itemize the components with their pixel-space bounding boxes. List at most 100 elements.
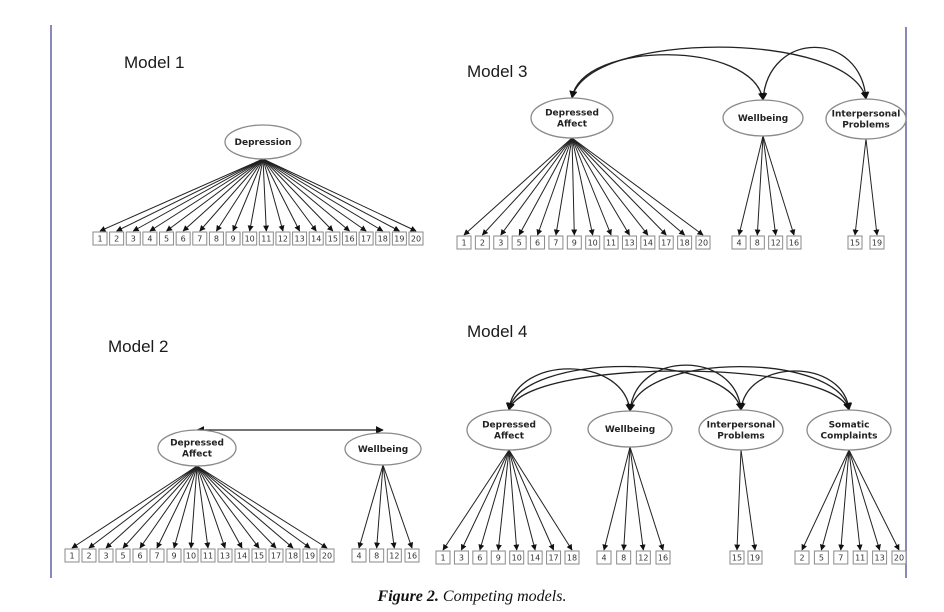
loading-arrow	[357, 464, 384, 549]
loading-arrow	[740, 449, 758, 551]
indicator-box	[891, 550, 907, 565]
indicator-box	[175, 231, 191, 246]
indicator-box	[640, 235, 656, 250]
indicator-box	[192, 231, 208, 246]
indicator-label: 11	[203, 552, 213, 561]
indicator-item-12: 12	[768, 235, 784, 250]
indicator-item-5: 5	[159, 231, 175, 246]
loading-arrow	[852, 138, 867, 236]
latent-factor-ellipse	[825, 98, 907, 140]
indicator-box	[351, 548, 367, 563]
indicator-label: 9	[572, 239, 577, 248]
loading-arrow	[571, 137, 686, 236]
indicator-item-3: 3	[493, 235, 509, 250]
indicator-item-11: 11	[603, 235, 619, 250]
indicator-label: 7	[154, 552, 159, 561]
loading-arrow	[382, 464, 397, 549]
indicator-item-2: 2	[109, 231, 125, 246]
indicator-item-11: 11	[852, 550, 868, 565]
indicator-label: 15	[850, 239, 860, 248]
indicator-item-11: 11	[258, 231, 274, 246]
loading-arrow	[571, 137, 612, 236]
indicator-item-14: 14	[640, 235, 656, 250]
latent-factor-ellipse	[806, 409, 892, 451]
indicator-box	[115, 548, 131, 563]
latent-factor-label: Affect	[557, 120, 588, 130]
loading-arrow	[262, 158, 285, 232]
indicator-item-5: 5	[813, 550, 829, 565]
indicator-box	[658, 235, 674, 250]
indicator-box	[474, 235, 490, 250]
indicator-box	[616, 550, 632, 565]
loading-arrow	[196, 465, 311, 549]
loading-arrow	[508, 449, 555, 551]
loading-arrow	[754, 135, 764, 236]
indicator-item-7: 7	[149, 548, 165, 563]
indicator-item-9: 9	[225, 231, 241, 246]
indicator-label: 2	[799, 554, 804, 563]
indicator-label: 12	[389, 552, 399, 561]
indicator-label: 13	[875, 554, 885, 563]
loading-arrow	[262, 158, 350, 232]
loading-arrow	[442, 449, 510, 551]
indicator-label: 13	[294, 235, 304, 244]
model-4-title: Model 4	[467, 322, 527, 341]
indicator-box	[493, 235, 509, 250]
indicator-box	[234, 548, 250, 563]
indicator-label: 12	[771, 239, 781, 248]
indicator-box	[375, 231, 391, 246]
indicator-box	[749, 235, 765, 250]
loading-arrow	[762, 135, 778, 236]
indicator-box	[341, 231, 357, 246]
covariance-arrow-depressed-affect-interpersonal-problems	[506, 365, 744, 411]
indicator-item-9: 9	[490, 550, 506, 565]
latent-factor-label: Depressed	[482, 421, 536, 431]
loading-arrow	[262, 158, 301, 232]
indicator-label: 16	[407, 552, 417, 561]
indicator-label: 20	[411, 235, 421, 244]
indicator-label: 15	[328, 235, 338, 244]
indicator-box	[125, 231, 141, 246]
indicator-box	[794, 550, 810, 565]
loading-arrow	[132, 158, 264, 232]
indicator-box	[132, 548, 148, 563]
indicator-item-4: 4	[596, 550, 612, 565]
indicator-label: 10	[245, 235, 255, 244]
indicator-box	[208, 231, 224, 246]
indicator-item-3: 3	[453, 550, 469, 565]
loading-arrow	[848, 449, 863, 551]
indicator-box	[159, 231, 175, 246]
latent-factor-ellipse	[466, 409, 552, 451]
loading-arrow	[508, 449, 520, 551]
loading-arrow	[166, 158, 264, 232]
indicator-box	[308, 231, 324, 246]
indicator-item-10: 10	[509, 550, 525, 565]
model-3-title: Model 3	[467, 62, 527, 81]
latent-factor-label: Interpersonal	[707, 421, 776, 431]
indicator-box	[869, 235, 885, 250]
loading-arrow	[149, 158, 264, 232]
indicator-box	[149, 548, 165, 563]
indicator-label: 17	[661, 239, 671, 248]
indicator-item-10: 10	[183, 548, 199, 563]
loading-arrow	[737, 135, 764, 236]
loading-arrow	[232, 158, 264, 232]
indicator-label: 19	[750, 554, 760, 563]
indicator-label: 3	[498, 239, 503, 248]
loading-arrow	[848, 449, 900, 551]
indicator-item-13: 13	[292, 231, 308, 246]
indicator-label: 1	[69, 552, 74, 561]
model-1-title: Model 1	[124, 53, 184, 72]
indicator-box	[603, 235, 619, 250]
loading-arrow	[602, 446, 631, 551]
indicator-label: 20	[322, 552, 332, 561]
loading-arrow	[196, 465, 294, 549]
indicator-label: 16	[344, 235, 354, 244]
loading-arrow	[460, 449, 510, 551]
indicator-box	[786, 235, 802, 250]
